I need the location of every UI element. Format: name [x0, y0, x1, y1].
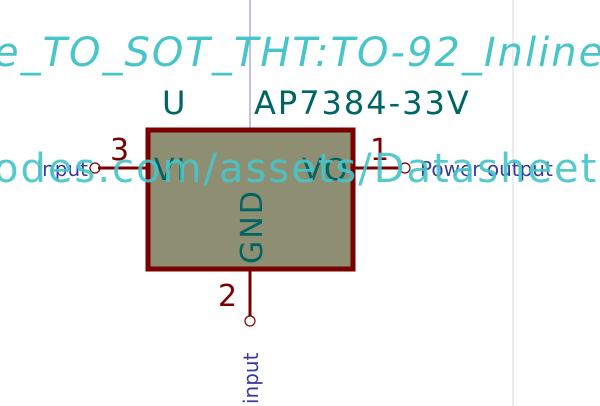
- pin-2-type-label: input: [239, 352, 263, 404]
- reference-designator[interactable]: U: [162, 84, 187, 122]
- pin-1-number: 1: [370, 133, 389, 168]
- pin-1-type-label: Power output: [420, 157, 553, 181]
- pin-3-name: VI: [154, 153, 187, 188]
- pin-3-number: 3: [110, 133, 129, 168]
- datasheet-field[interactable]: odes.com/assets/Datasheets/A: [0, 146, 600, 192]
- pin-3-endpoint[interactable]: [89, 162, 101, 174]
- pin-2-number: 2: [218, 279, 237, 314]
- pin-1-endpoint[interactable]: [399, 162, 411, 174]
- pin-3-type-label: input: [37, 157, 89, 181]
- pin-1-name: VO: [302, 153, 350, 188]
- footprint-field[interactable]: e_TO_SOT_THT:TO-92_Inline_Wid: [0, 30, 600, 76]
- component-value[interactable]: AP7384-33V: [254, 84, 471, 122]
- pin-2-endpoint[interactable]: [244, 315, 256, 327]
- component-body[interactable]: [145, 127, 356, 272]
- pin-2-name: GND: [235, 189, 270, 264]
